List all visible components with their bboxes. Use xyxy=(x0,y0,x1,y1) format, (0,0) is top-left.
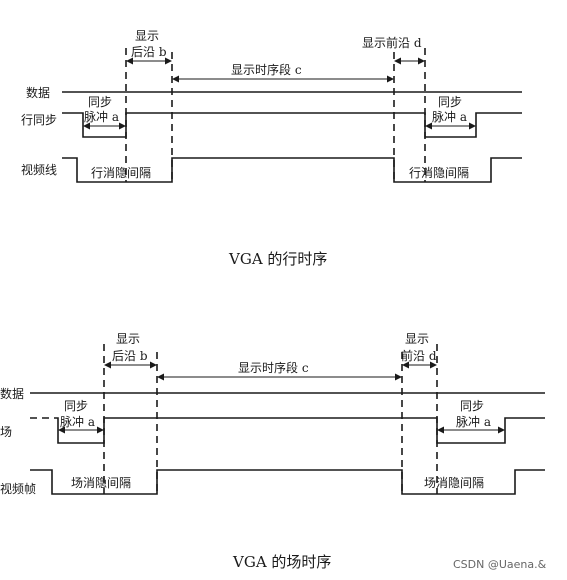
back-porch-label-1: 显示 xyxy=(116,332,140,346)
front-porch-label-2: 前沿 d xyxy=(401,348,437,363)
sync-pulse-label-right-1: 同步 xyxy=(460,399,484,413)
sync-pulse-label-right-1: 同步 xyxy=(438,95,462,109)
back-porch-label-1: 显示 xyxy=(135,29,159,43)
display-segment-label: 显示时序段 c xyxy=(231,62,302,77)
sync-pulse-label-left-2: 脉冲 a xyxy=(84,109,119,124)
blank-label-right: 场消隐间隔 xyxy=(424,476,484,490)
video-line-waveform xyxy=(62,157,522,183)
blank-label-right: 行消隐间隔 xyxy=(409,166,469,180)
data-row-label: 数据 xyxy=(0,386,24,401)
back-porch-label-2: 后沿 b xyxy=(131,45,167,59)
data-row-label: 数据 xyxy=(26,85,50,100)
line-timing-diagram: 显示 后沿 b 显示前沿 d 显示时序段 c 数据 行同步 视频线 同步 脉冲 … xyxy=(21,29,522,268)
frame-timing-caption: VGA 的场时序 xyxy=(232,553,331,571)
frame-timing-diagram: 显示 后沿 b 显示 前沿 d 显示时序段 c 数据 场 视频帧 同步 脉冲 a… xyxy=(0,332,545,571)
sync-pulse-label-right-2: 脉冲 a xyxy=(432,109,467,124)
blank-label-left: 行消隐间隔 xyxy=(91,166,151,180)
display-segment-label: 显示时序段 c xyxy=(238,360,309,375)
sync-pulse-label-left-1: 同步 xyxy=(88,95,112,109)
video-frame-waveform xyxy=(30,469,545,495)
watermark: CSDN @Uaena.& xyxy=(453,558,547,571)
back-porch-label-2: 后沿 b xyxy=(112,349,148,363)
front-porch-label-1: 显示 xyxy=(405,332,429,346)
sync-pulse-label-left-1: 同步 xyxy=(64,399,88,413)
line-timing-caption: VGA 的行时序 xyxy=(228,250,327,268)
sync-row-label: 行同步 xyxy=(21,113,57,127)
sync-pulse-label-left-2: 脉冲 a xyxy=(60,414,95,429)
video-row-label: 视频帧 xyxy=(0,481,36,496)
sync-row-label: 场 xyxy=(0,425,12,439)
blank-label-left: 场消隐间隔 xyxy=(71,476,131,490)
front-porch-label: 显示前沿 d xyxy=(362,35,422,50)
sync-pulse-label-right-2: 脉冲 a xyxy=(456,414,491,429)
video-row-label: 视频线 xyxy=(21,162,57,177)
